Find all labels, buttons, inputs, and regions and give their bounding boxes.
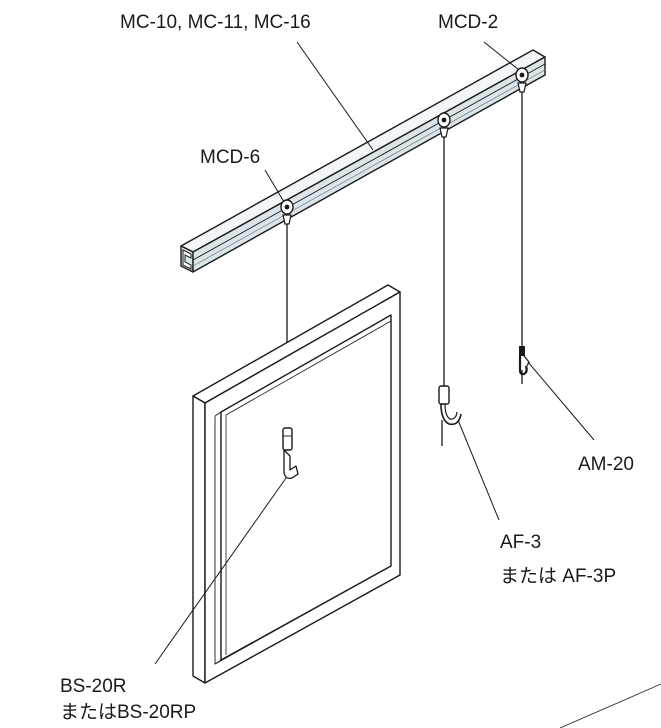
label-runner-right: MCD-2 — [438, 12, 498, 33]
label-hook-small: AM-20 — [578, 454, 634, 475]
label-hook-mid-2: または AF-3P — [500, 566, 616, 587]
label-hook-mid-1: AF-3 — [500, 532, 541, 553]
edge-line — [559, 683, 661, 728]
runner-left — [280, 199, 294, 225]
label-rail: MC-10, MC-11, MC-16 — [120, 12, 311, 33]
leader-bs20r — [154, 477, 287, 665]
leader-af3 — [457, 419, 500, 521]
hook-bs20r — [282, 427, 299, 480]
leader-runner-right — [483, 41, 520, 71]
label-hook-left-2: またはBS-20RP — [60, 702, 196, 723]
label-hook-left-1: BS-20R — [60, 676, 127, 697]
runner-right — [515, 67, 529, 93]
leader-lines — [154, 41, 595, 665]
rail-groove — [192, 63, 546, 261]
label-runner-left: MCD-6 — [200, 147, 260, 168]
leader-runner-left — [264, 169, 285, 203]
runner-middle — [437, 112, 451, 138]
picture-frame — [192, 284, 401, 684]
hook-small-am20 — [518, 346, 530, 384]
rail-groove-2 — [192, 69, 546, 267]
rail-side-face — [192, 56, 546, 273]
rail-end-profile — [182, 249, 192, 270]
leader-am20 — [527, 361, 595, 441]
hook-af3 — [438, 385, 462, 446]
rail — [180, 49, 546, 273]
leader-rail — [296, 41, 374, 151]
